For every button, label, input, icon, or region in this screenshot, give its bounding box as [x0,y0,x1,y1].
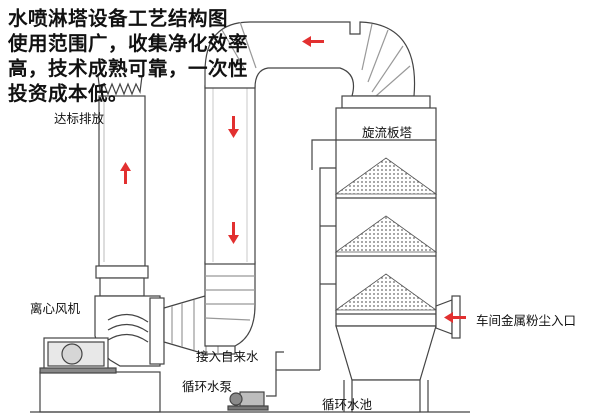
packing-layer-2 [334,215,438,253]
riser-bottom-elbow [204,261,256,347]
pump-label: 循环水泵 [182,379,233,394]
packing-layer-1 [334,157,438,195]
arrow-up-icon [120,162,131,184]
top-duct [204,21,416,97]
centrifugal-fan [39,295,165,374]
discharge-label: 达标排放 [54,111,105,126]
arrow-down-icon [228,222,239,244]
title-line: 使用范围广，收集净化效率 [8,32,249,55]
arrow-down-icon [228,116,239,138]
title-line: 投资成本低。 [8,82,129,105]
diagram-title: 水喷淋塔设备工艺结构图 使用范围广，收集净化效率 高，技术成熟可靠，一次性 投资… [8,6,293,106]
inlet-label: 车间金属粉尘入口 [476,313,577,328]
water-pipes [266,139,336,397]
circulation-pump [227,391,269,411]
pool-label: 循环水池 [322,397,373,412]
spray-tower [335,95,437,413]
tap-water-label: 接入自来水 [196,349,259,364]
fan-label: 离心风机 [30,301,81,316]
title-line: 高，技术成熟可靠，一次性 [8,57,249,80]
arrow-left-icon [444,312,466,323]
title-line: 水喷淋塔设备工艺结构图 [8,7,229,30]
tower-label: 旋流板塔 [362,125,413,140]
packing-layer-3 [334,273,438,311]
arrow-left-icon [302,36,324,47]
flow-arrows [120,36,466,323]
exhaust-stack [95,75,149,297]
